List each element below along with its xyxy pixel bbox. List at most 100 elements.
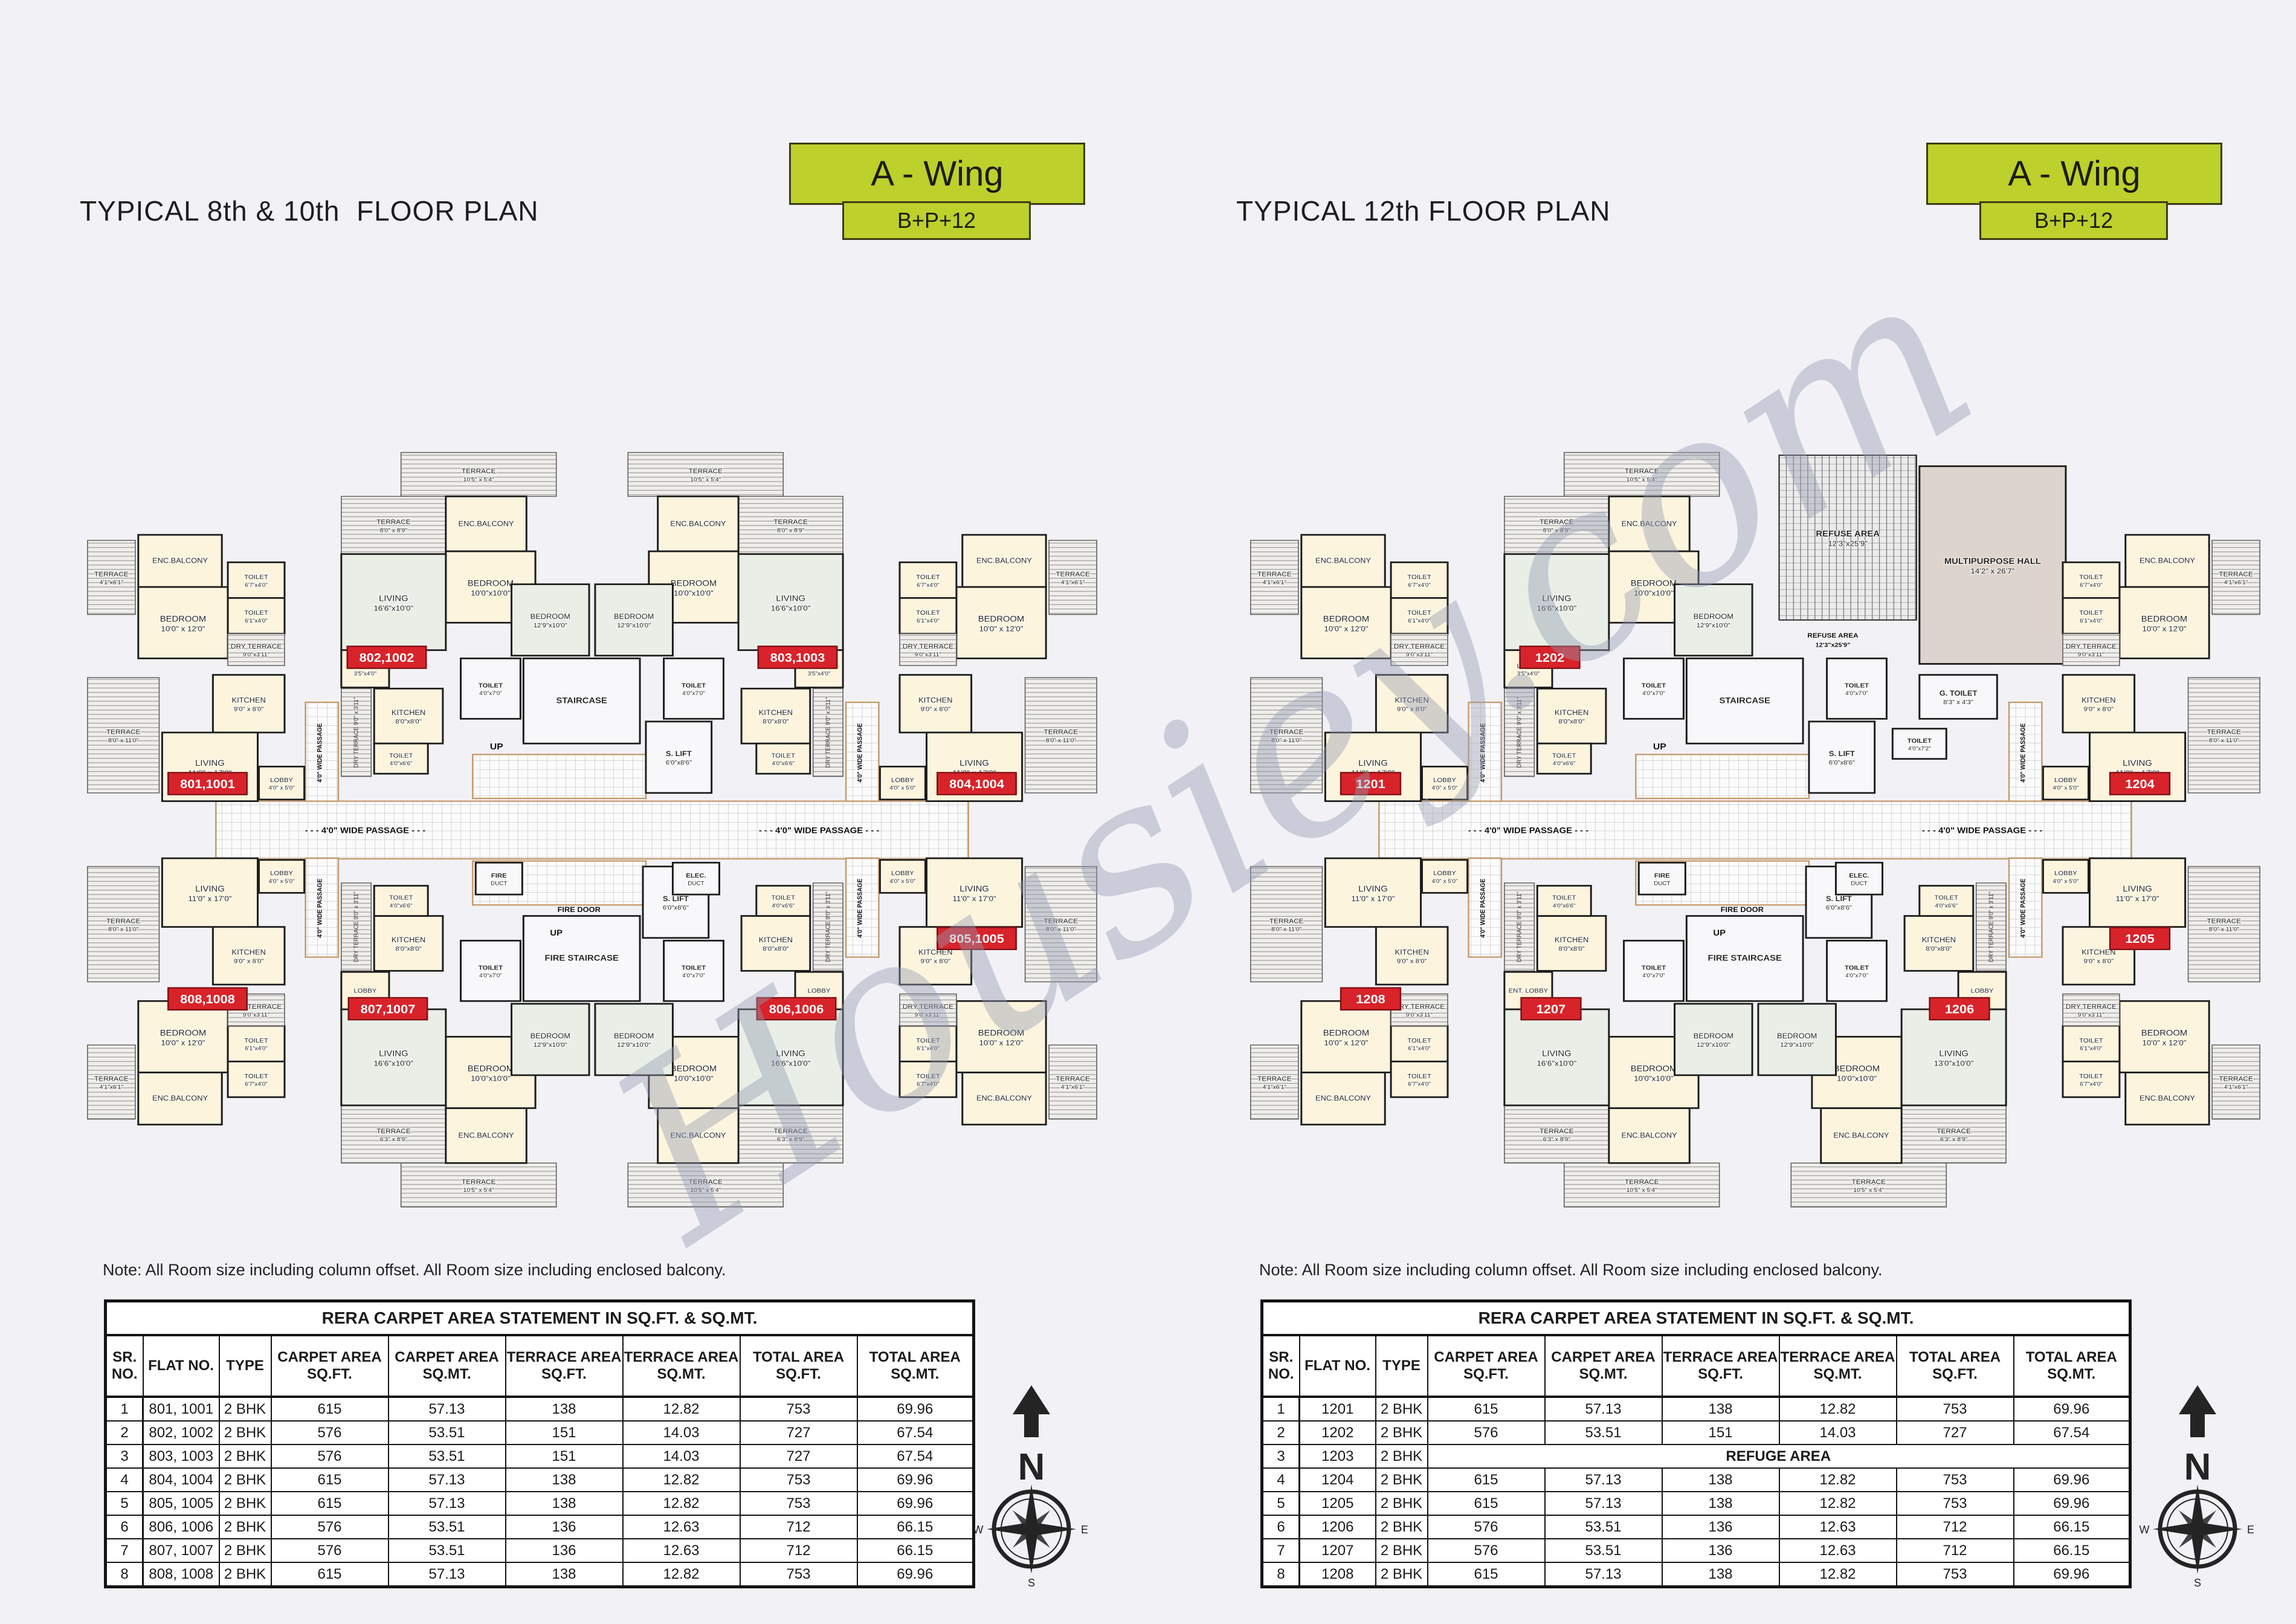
room-label: LOBBY xyxy=(270,870,294,877)
room-dimension: 9'0" x 8'0" xyxy=(2083,958,2114,965)
table-cell: 806, 1006 xyxy=(142,1515,220,1539)
table-cell: 69.96 xyxy=(2013,1491,2131,1516)
rera-area-table: RERA CARPET AREA STATEMENT IN SQ.FT. & S… xyxy=(104,1299,976,1588)
plan-room: DRY TERRACE 9'0" x 3'11" xyxy=(341,688,372,777)
table-cell: 151 xyxy=(1661,1420,1780,1445)
table-cell: 753 xyxy=(1895,1467,2014,1492)
table-column-header: CARPET AREA SQ.MT. xyxy=(387,1334,506,1398)
room-label: TERRACE xyxy=(462,1179,496,1185)
table-cell: 69.96 xyxy=(2013,1467,2131,1492)
room-dimension: 4'0" x 5'0" xyxy=(268,878,294,885)
room-dimension: 9'0"x3'11" xyxy=(1406,652,1433,659)
room-label: BEDROOM xyxy=(1323,1029,1369,1038)
room-label: KITCHEN xyxy=(1555,708,1588,716)
compass-icon-left: N W E S xyxy=(973,1385,1088,1588)
room-dimension: 8'3" x 4'3" xyxy=(1943,699,1973,706)
room-label: LIVING xyxy=(1358,885,1388,894)
room-dimension: 12'9"x10'0" xyxy=(1697,1042,1730,1049)
table-cell: 1203 xyxy=(1298,1444,1376,1469)
room-dimension: 12'9"x10'0" xyxy=(1780,1042,1814,1049)
room-dimension: 10'5" x 5'4" xyxy=(1627,477,1658,484)
room-label: KITCHEN xyxy=(2082,948,2115,956)
room-dimension: 9'0"x3'11" xyxy=(2078,652,2105,659)
room-label: DRY TERRACE 9'0" x 3'11" xyxy=(353,697,360,768)
wing-badge-right: A - Wing xyxy=(1926,143,2222,205)
room-label: LOBBY xyxy=(2054,870,2078,877)
table-cell: 804, 1004 xyxy=(142,1467,220,1492)
room-label: DRY TERRACE 9'0" x 3'11" xyxy=(825,697,831,768)
room-label: KITCHEN xyxy=(1395,948,1429,956)
room-label: TOILET xyxy=(244,1037,268,1044)
table-cell: 14.03 xyxy=(622,1444,741,1469)
room-dimension: 6'0"x8'6" xyxy=(663,904,689,911)
room-dimension: 8'0" x 11'0" xyxy=(2209,737,2240,744)
room-label: LIVING xyxy=(959,885,989,894)
table-cell: 12.63 xyxy=(622,1538,741,1563)
room-label: LIVING xyxy=(379,594,408,603)
room-label: LIVING xyxy=(776,594,805,603)
room-label: LOBBY xyxy=(808,988,831,994)
table-column-header: TOTAL AREA SQ.FT. xyxy=(1895,1334,2014,1398)
flat-number-badge: 1202 xyxy=(1519,645,1581,669)
room-dimension: 9'0"x3'11" xyxy=(243,652,270,659)
flat-number-badge: 1201 xyxy=(1340,772,1402,795)
room-dimension: 11'0" x 17'0" xyxy=(188,894,231,902)
table-cell: 57.13 xyxy=(1544,1562,1663,1588)
room-dimension: 8'0" x 11'0" xyxy=(1271,927,1302,933)
room-dimension: 10'0" x 12'0" xyxy=(1324,1038,1368,1047)
note-right: Note: All Room size including column off… xyxy=(1259,1261,1883,1279)
rera-table-left: RERA CARPET AREA STATEMENT IN SQ.FT. & S… xyxy=(104,1299,976,1588)
room-label: TERRACE xyxy=(688,1179,723,1185)
table-cell: 2 BHK xyxy=(218,1538,272,1563)
wing-floors-badge-right: B+P+12 xyxy=(1979,201,2168,240)
room-label: LOBBY xyxy=(1433,777,1457,783)
table-cell: 727 xyxy=(1895,1420,2014,1445)
room-dimension: 4'0" x 5'0" xyxy=(2053,878,2078,885)
room-dimension: 10'5" x 5'4" xyxy=(1627,1187,1658,1194)
room-label: DRY TERRACE 9'0" x 3'11" xyxy=(353,891,360,962)
table-cell: 801, 1001 xyxy=(142,1396,220,1422)
room-label: TOILET xyxy=(244,609,268,616)
room-label: BEDROOM xyxy=(2141,615,2187,624)
plan-room: ENC.BALCONY xyxy=(1300,1072,1386,1126)
table-cell: 57.13 xyxy=(1544,1467,1663,1492)
room-dimension: 10'0" x 12'0" xyxy=(979,624,1023,633)
room-label: TERRACE xyxy=(2219,571,2253,578)
plan-room: DRY TERRACE 9'0" x 3'11" xyxy=(1975,882,2007,972)
room-dimension: 4'0"x7'0" xyxy=(1642,973,1665,980)
room-dimension: 9'0"x3'11" xyxy=(243,1012,270,1019)
table-cell: 805, 1005 xyxy=(142,1491,220,1516)
table-cell: 69.96 xyxy=(2013,1396,2131,1422)
room-label: DRY TERRACE 9'0" x 3'11" xyxy=(1516,891,1523,962)
table-cell: 4 xyxy=(1261,1467,1300,1492)
room-label: TOILET xyxy=(1907,737,1932,744)
room-label: ENC.BALCONY xyxy=(2140,557,2195,565)
room-dimension: DUCT xyxy=(1851,881,1868,887)
